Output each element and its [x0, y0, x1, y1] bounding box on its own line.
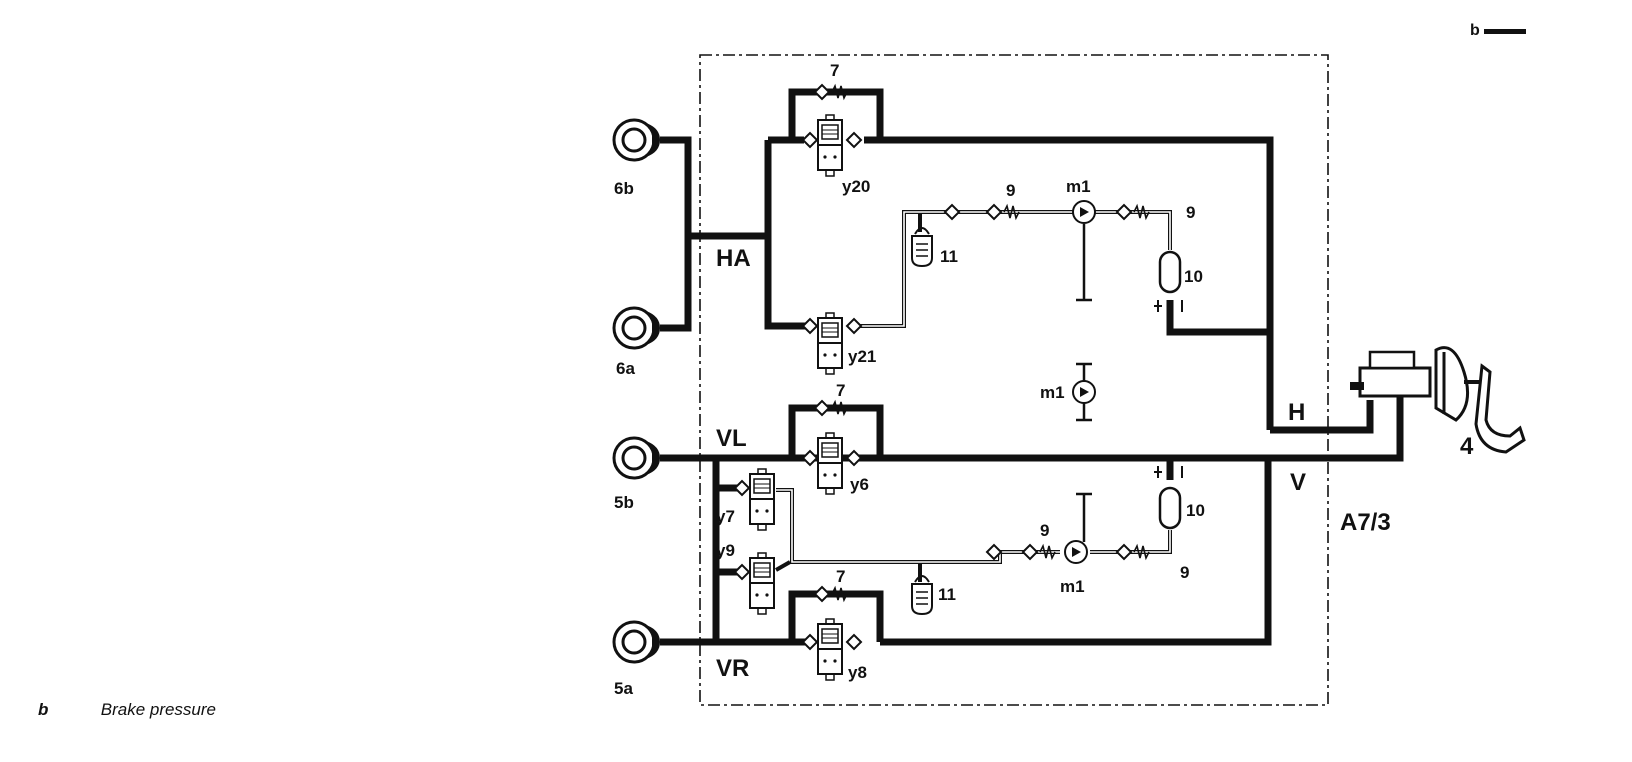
solenoid-valve-y8-icon: [817, 618, 843, 681]
label-damper-lower-left: 9: [1040, 521, 1049, 540]
pump-motor-upper-icon: [1072, 200, 1096, 224]
pump-motor-lower-icon: [1064, 540, 1088, 564]
spring-icons: [831, 85, 1150, 601]
label-circuit-VR: VR: [716, 655, 749, 682]
solenoid-valve-y9-icon: [749, 552, 775, 615]
master-cylinder-icon: [1350, 346, 1526, 454]
label-reservoir-upper: 11: [940, 247, 958, 266]
solenoid-valve-y20-icon: [817, 114, 843, 177]
reservoir-upper-icon: [911, 227, 933, 267]
label-rear-left-wheel: 6b: [614, 179, 634, 198]
label-valve-y20: y20: [842, 177, 870, 196]
solenoid-valve-y21-icon: [817, 312, 843, 375]
label-front-right-wheel: 5a: [614, 679, 633, 698]
pressure-line-sample: [1483, 28, 1526, 34]
label-pump-upper: m1: [1066, 177, 1091, 196]
legend-description: Brake pressure: [100, 700, 217, 719]
corner-key-letter: b: [1470, 22, 1480, 39]
label-valve-y7: y7: [716, 507, 735, 526]
label-front-left-wheel: 5b: [614, 493, 634, 512]
accumulator-lower-icon: [1158, 486, 1182, 530]
label-circuit-VL: VL: [716, 425, 747, 452]
rear-right-brake-icon: [612, 306, 662, 350]
label-accumulator-upper: 10: [1184, 267, 1203, 286]
label-accumulator-lower: 10: [1186, 501, 1205, 520]
circuit-labels: HA VL VR H V: [716, 245, 1306, 682]
label-damper-upper-right: 9: [1186, 203, 1195, 222]
label-valve-y21: y21: [848, 347, 876, 366]
label-circuit-V: V: [1290, 469, 1306, 496]
label-master-cylinder: 4: [1460, 433, 1474, 460]
legend: b Brake pressure: [38, 700, 216, 720]
pump-motor-middle-icon: [1072, 380, 1096, 404]
label-valve-y8: y8: [848, 663, 867, 682]
solenoid-valve-y6-icon: [817, 432, 843, 495]
label-reservoir-lower: 11: [938, 585, 956, 604]
label-circuit-HA: HA: [716, 245, 751, 272]
label-damper-lower-right: 9: [1180, 563, 1189, 582]
solenoid-valve-y7-icon: [749, 468, 775, 531]
front-left-brake-icon: [612, 436, 662, 480]
check-valve-icons: [734, 84, 1132, 650]
label-valve-y6: y6: [850, 475, 869, 494]
label-valve-y9: y9: [716, 541, 735, 560]
accumulator-upper-icon: [1158, 250, 1182, 294]
component-labels: 6b 6a 5b 5a 7 7 7 y20 y21 y6 y8 y7 y9 9 …: [614, 61, 1474, 698]
label-circuit-H: H: [1288, 399, 1305, 426]
rear-left-brake-icon: [612, 118, 662, 162]
label-pump-middle: m1: [1040, 383, 1065, 402]
front-right-brake-icon: [612, 620, 662, 664]
label-check-valve-middle: 7: [836, 381, 845, 400]
label-damper-upper-left: 9: [1006, 181, 1015, 200]
connector-icons: [1154, 300, 1183, 478]
label-rear-right-wheel: 6a: [616, 359, 635, 378]
label-check-valve-upper: 7: [830, 61, 839, 80]
corner-legend-key: b: [1470, 22, 1526, 40]
label-hydraulic-unit: A7/3: [1340, 509, 1391, 536]
label-check-valve-lower: 7: [836, 567, 845, 586]
hydraulic-unit-boundary: [699, 54, 1329, 706]
label-pump-lower: m1: [1060, 577, 1085, 596]
legend-key: b: [38, 700, 49, 719]
